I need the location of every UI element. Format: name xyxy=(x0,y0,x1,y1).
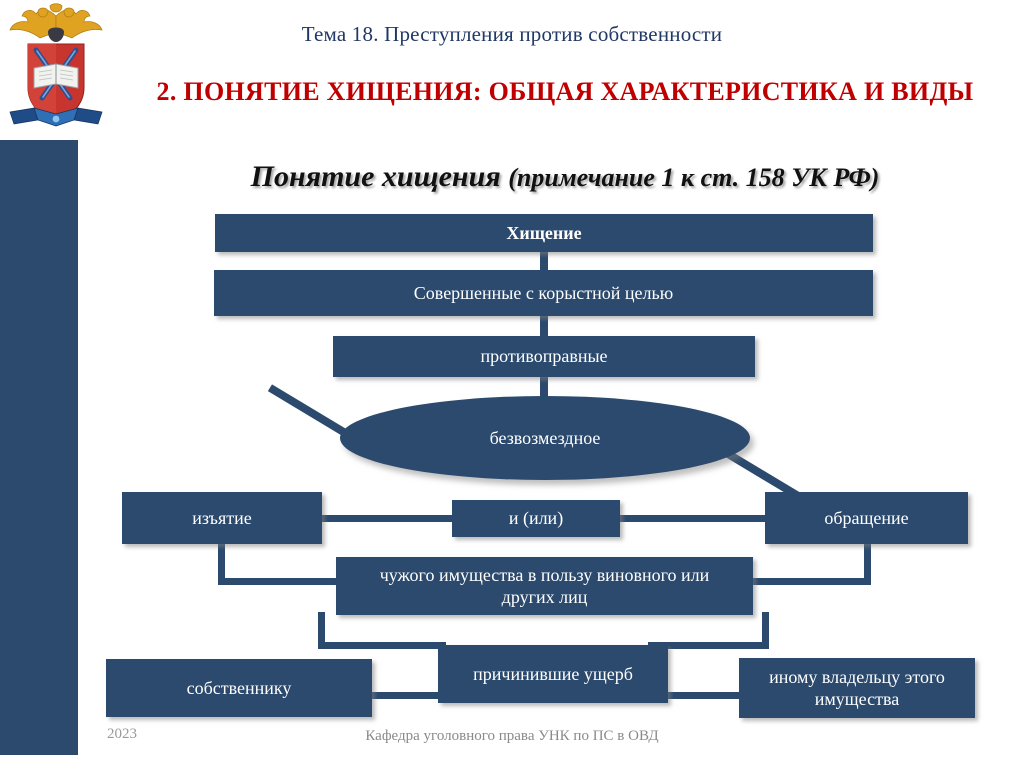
node-bezvozmezdnoe-label: безвозмездное xyxy=(489,427,601,448)
connector-chuzhogo-left-down xyxy=(318,612,325,649)
node-inomu-vladeltsu[interactable]: иному владельцу этого имущества xyxy=(739,658,975,718)
topic-line: Тема 18. Преступления против собственнос… xyxy=(301,22,723,46)
footer-note: Кафедра уголовного права УНК по ПС в ОВД xyxy=(365,728,659,744)
node-sobstvenniku-label: собственнику xyxy=(186,677,292,698)
diagram-title-reference: (примечание 1 к ст. 158 УК РФ) xyxy=(508,163,880,192)
connector-obrashchenie-left xyxy=(750,578,871,585)
diagram-title: Понятие хищения (примечание 1 к ст. 158 … xyxy=(120,160,1010,194)
node-i-ili[interactable]: и (или) xyxy=(452,500,620,537)
node-prichinivshie-ushcherb[interactable]: причинившие ущерб xyxy=(438,645,668,703)
node-korystnaya-tsel-label: Совершенные с корыстной целью xyxy=(413,282,674,303)
connector-protivopravnye-to-bezvozmezdnoe xyxy=(540,376,548,404)
mvd-russia-emblem-icon xyxy=(4,2,108,130)
diagram-title-main: Понятие хищения xyxy=(250,160,509,193)
node-obrashchenie[interactable]: обращение xyxy=(765,492,968,544)
connector-chuzhogo-right-bracket xyxy=(648,642,769,649)
node-i-ili-label: и (или) xyxy=(508,508,564,529)
connector-korystnaya-to-protivopravnye xyxy=(540,316,548,338)
node-chuzhogo-imushchestva-label: чужого имущества в пользу виновного или … xyxy=(379,564,710,608)
connector-hishchenie-to-korystnaya xyxy=(540,250,548,272)
node-protivopravnye[interactable]: противоправные xyxy=(333,336,755,377)
connector-obrashchenie-down xyxy=(864,540,871,585)
node-hishchenie-label: Хищение xyxy=(506,222,582,243)
node-obrashchenie-label: обращение xyxy=(824,507,909,528)
left-accent-strip xyxy=(0,140,78,755)
node-chuzhogo-imushchestva[interactable]: чужого имущества в пользу виновного или … xyxy=(336,557,753,615)
node-bezvozmezdnoe[interactable]: безвозмездное xyxy=(340,396,750,480)
connector-izyatie-right xyxy=(218,578,338,585)
connector-to-sobstvenniku xyxy=(363,692,451,699)
connector-i-ili-to-obrashchenie xyxy=(618,515,767,522)
connector-izyatie-to-i-ili xyxy=(321,515,454,522)
node-izyatie[interactable]: изъятие xyxy=(122,492,322,544)
connector-to-inomu-vladeltsu xyxy=(660,692,752,699)
section-title: 2. ПОНЯТИЕ ХИЩЕНИЯ: ОБЩАЯ ХАРАКТЕРИСТИКА… xyxy=(156,77,974,106)
node-inomu-vladeltsu-label: иному владельцу этого имущества xyxy=(769,666,945,710)
connector-chuzhogo-left-bracket xyxy=(318,642,446,649)
node-korystnaya-tsel[interactable]: Совершенные с корыстной целью xyxy=(214,270,873,316)
node-prichinivshie-ushcherb-label: причинившие ущерб xyxy=(473,663,633,684)
node-izyatie-label: изъятие xyxy=(192,507,252,528)
slide-year: 2023 xyxy=(107,726,137,742)
node-protivopravnye-label: противоправные xyxy=(480,346,608,367)
connector-chuzhogo-right-down xyxy=(762,612,769,649)
connector-izyatie-down xyxy=(218,540,225,585)
node-sobstvenniku[interactable]: собственнику xyxy=(106,659,372,717)
node-hishchenie[interactable]: Хищение xyxy=(215,214,873,252)
